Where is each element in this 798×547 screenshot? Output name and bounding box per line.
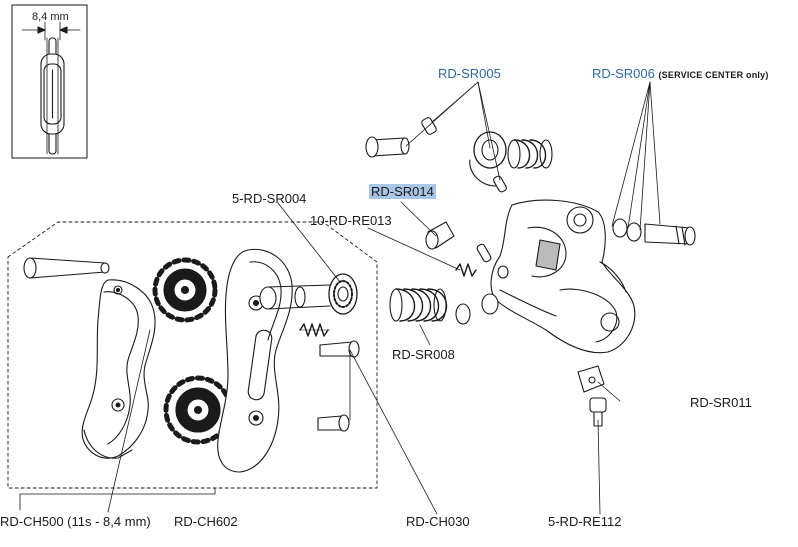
inset-dimension-label: 8,4 mm xyxy=(32,11,69,23)
pulley-bolt-long xyxy=(23,257,110,279)
derailleur-body xyxy=(490,199,636,354)
leader-lines xyxy=(19,81,661,515)
inner-cage-plate xyxy=(217,248,293,473)
outer-cage-plate xyxy=(81,279,156,459)
cage-pivot-axle xyxy=(259,284,331,310)
upper-jockey-wheel xyxy=(152,257,218,323)
label-rd-sr014: RD-SR014 xyxy=(369,184,436,199)
cage-pivot-nut xyxy=(328,273,358,315)
small-spring-lower xyxy=(299,323,331,337)
label-5-rd-re112: 5-RD-RE112 xyxy=(548,514,622,529)
label-rd-ch602: RD-CH602 xyxy=(174,514,238,529)
label-rd-sr005: RD-SR005 xyxy=(438,66,501,81)
b-knuckle-spring xyxy=(507,139,553,169)
cage-pin-upper xyxy=(319,340,360,358)
main-pivot-axle xyxy=(612,218,696,246)
label-5-rd-sr004: 5-RD-SR004 xyxy=(232,191,307,206)
b-knuckle-bolt xyxy=(365,136,410,158)
label-service-center-note: (SERVICE CENTER only) xyxy=(658,70,769,80)
main-tension-spring xyxy=(389,288,448,322)
label-rd-sr006-code: RD-SR006 xyxy=(592,66,655,81)
small-spring-upper xyxy=(455,263,477,277)
label-rd-sr008: RD-SR008 xyxy=(392,347,455,362)
label-10-rd-re013: 10-RD-RE013 xyxy=(310,213,392,228)
label-rd-ch030: RD-CH030 xyxy=(406,514,470,529)
label-rd-sr006: RD-SR006 (SERVICE CENTER only) xyxy=(592,66,769,83)
cage-assembly-outline xyxy=(7,221,378,489)
label-rd-sr011: RD-SR011 xyxy=(690,395,752,410)
b-knuckle-housing xyxy=(469,131,507,187)
adjuster-pin xyxy=(476,175,509,315)
limit-screw-cap xyxy=(425,221,455,250)
cable-clamp xyxy=(577,365,605,393)
inset-pulley-width-detail xyxy=(11,4,88,159)
cage-pin-lower xyxy=(317,414,350,432)
spring-washer xyxy=(455,303,471,325)
label-rd-ch500: RD-CH500 (11s - 8,4 mm) xyxy=(0,514,151,529)
